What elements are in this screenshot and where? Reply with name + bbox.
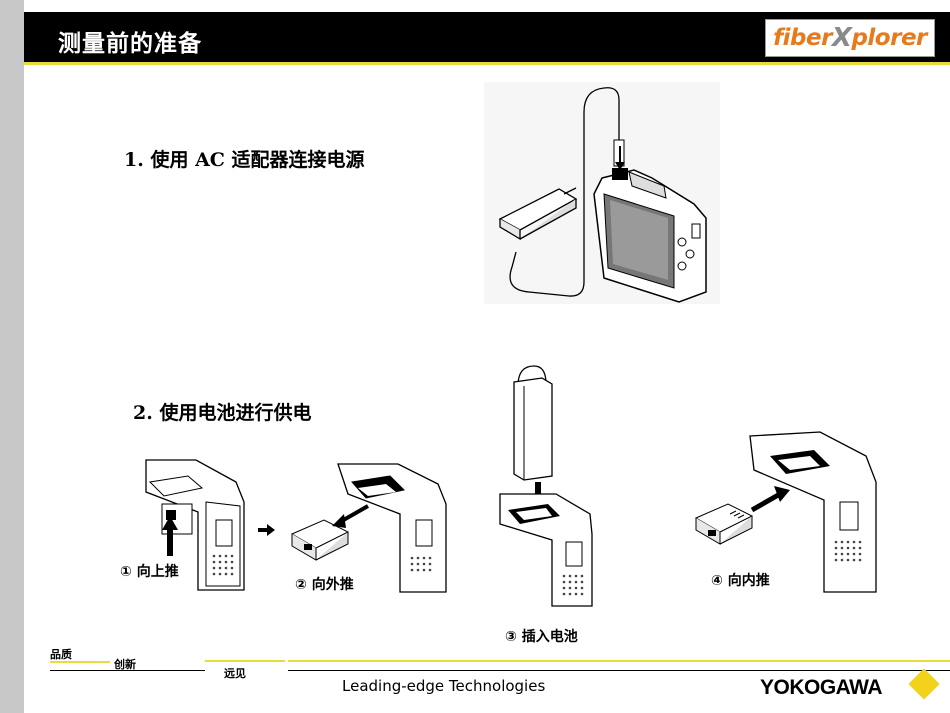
footer-vision-label: 远见 (224, 667, 246, 680)
caption-pull-out: ② 向外推 (295, 577, 354, 593)
logo-text-1: fiber (773, 25, 832, 51)
battery-step-1-illustration (145, 459, 245, 591)
footer-yellow-line-3 (288, 660, 950, 662)
logo-text-2: plorer (851, 25, 927, 51)
caption-push-in: ④ 向内推 (711, 573, 770, 589)
title-underline (24, 62, 950, 65)
ac-adapter-illustration (484, 82, 720, 304)
footer-yellow-line-2 (205, 660, 285, 662)
caption-push-up: ① 向上推 (120, 564, 179, 580)
yokogawa-diamond-icon (908, 668, 940, 700)
battery-step-2-illustration (290, 463, 447, 593)
caption-insert-battery: ③ 插入电池 (505, 629, 578, 645)
step-2-text: 2. 使用电池进行供电 (133, 402, 312, 424)
battery-step-4-illustration (694, 431, 877, 593)
battery-step-3-illustration (499, 365, 593, 607)
footer-line-3 (288, 670, 950, 671)
footer-line-2 (50, 670, 205, 671)
left-side-bar (0, 0, 24, 713)
footer-innovation-label: 创新 (114, 658, 136, 671)
footer-quality-label: 品质 (50, 648, 72, 661)
tagline-text: Leading-edge Technologies (342, 677, 546, 695)
logo-text-x: X (831, 23, 852, 53)
page-title: 测量前的准备 (58, 31, 202, 57)
step-1-text: 1. 使用 AC 适配器连接电源 (124, 149, 365, 171)
footer-yellow-line-1 (50, 661, 110, 663)
yokogawa-logo: YOKOGAWA (760, 676, 883, 699)
right-arrow-icon (258, 524, 275, 536)
